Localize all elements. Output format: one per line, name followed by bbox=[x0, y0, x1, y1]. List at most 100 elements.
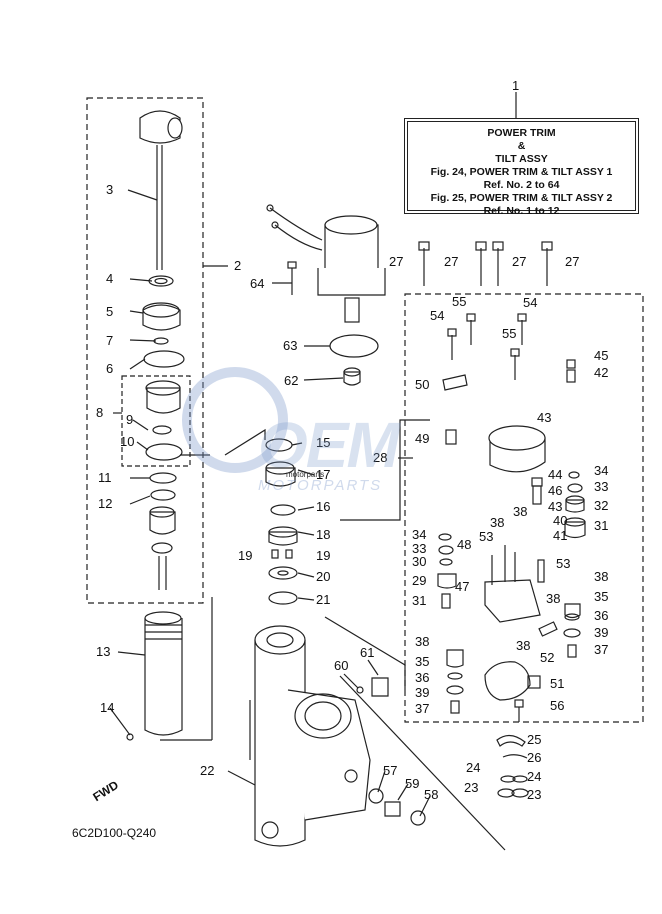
callout-c23a: 23 bbox=[464, 780, 478, 795]
callout-c31a: 31 bbox=[594, 518, 608, 533]
callout-c14: 14 bbox=[100, 700, 114, 715]
legend-inner: POWER TRIM & TILT ASSY Fig. 24, POWER TR… bbox=[407, 121, 636, 217]
callout-c35b: 35 bbox=[415, 654, 429, 669]
callout-c54b: 54 bbox=[523, 295, 537, 310]
callout-c37b: 37 bbox=[415, 701, 429, 716]
callout-c27d: 27 bbox=[565, 254, 579, 269]
callout-c47: 47 bbox=[455, 579, 469, 594]
callout-c50: 50 bbox=[415, 377, 429, 392]
group-box-2 bbox=[86, 97, 204, 604]
callout-c38f: 38 bbox=[415, 634, 429, 649]
callout-c52: 52 bbox=[540, 650, 554, 665]
callout-c24a: 24 bbox=[466, 760, 480, 775]
callout-c19a: 19 bbox=[238, 548, 252, 563]
watermark-subtitle: MOTORPARTS bbox=[258, 477, 383, 494]
callout-c43a: 43 bbox=[537, 410, 551, 425]
callout-c62: 62 bbox=[284, 373, 298, 388]
callout-c38d: 38 bbox=[546, 591, 560, 606]
callout-c64: 64 bbox=[250, 276, 264, 291]
callout-c26: 26 bbox=[527, 750, 541, 765]
callout-c28: 28 bbox=[373, 450, 387, 465]
callout-c40: 40 bbox=[553, 513, 567, 528]
callout-c13: 13 bbox=[96, 644, 110, 659]
callout-c30: 30 bbox=[412, 554, 426, 569]
callout-c45: 45 bbox=[594, 348, 608, 363]
callout-c60: 60 bbox=[334, 658, 348, 673]
diagram-code: 6C2D100-Q240 bbox=[72, 826, 157, 840]
callout-c55b: 55 bbox=[502, 326, 516, 341]
legend-box: POWER TRIM & TILT ASSY Fig. 24, POWER TR… bbox=[404, 118, 639, 217]
legend-ref-1-sub: Ref. No. 2 to 64 bbox=[483, 179, 560, 191]
callout-c4: 4 bbox=[106, 271, 113, 286]
callout-c16: 16 bbox=[316, 499, 330, 514]
callout-c57: 57 bbox=[383, 763, 397, 778]
legend-title-2: & bbox=[517, 140, 526, 152]
callout-c63: 63 bbox=[283, 338, 297, 353]
legend-title-1: POWER TRIM bbox=[487, 127, 556, 139]
group-box-8 bbox=[121, 375, 191, 467]
callout-c34a: 34 bbox=[594, 463, 608, 478]
callout-c34b: 34 bbox=[412, 527, 426, 542]
legend-title-3: TILT ASSY bbox=[495, 153, 548, 165]
callout-c27b: 27 bbox=[444, 254, 458, 269]
callout-c56: 56 bbox=[550, 698, 564, 713]
callout-c36b: 36 bbox=[415, 670, 429, 685]
callout-c25: 25 bbox=[527, 732, 541, 747]
callout-c33a: 33 bbox=[594, 479, 608, 494]
callout-c6: 6 bbox=[106, 361, 113, 376]
callout-c58: 58 bbox=[424, 787, 438, 802]
callout-c27a: 27 bbox=[389, 254, 403, 269]
callout-c9: 9 bbox=[126, 412, 133, 427]
callout-c53b: 53 bbox=[556, 556, 570, 571]
tilt-rod-3 bbox=[139, 110, 183, 270]
tilt-body-22 bbox=[249, 625, 371, 847]
callout-c23b: 23 bbox=[527, 787, 541, 802]
callout-c1: 1 bbox=[512, 78, 519, 93]
callout-c7: 7 bbox=[106, 333, 113, 348]
callout-c24b: 24 bbox=[527, 769, 541, 784]
callout-c43b: 43 bbox=[548, 499, 562, 514]
callout-c49: 49 bbox=[415, 431, 429, 446]
callout-c53a: 53 bbox=[479, 529, 493, 544]
callout-c5: 5 bbox=[106, 304, 113, 319]
callout-c38e: 38 bbox=[516, 638, 530, 653]
callout-c55a: 55 bbox=[452, 294, 466, 309]
callout-c61: 61 bbox=[360, 645, 374, 660]
callout-c36a: 36 bbox=[594, 608, 608, 623]
callout-c20: 20 bbox=[316, 569, 330, 584]
callout-c38b: 38 bbox=[513, 504, 527, 519]
callout-c11: 11 bbox=[98, 470, 112, 485]
legend-ref-1: Fig. 24, POWER TRIM & TILT ASSY 1 bbox=[430, 166, 613, 178]
callout-c59: 59 bbox=[405, 776, 419, 791]
callout-c48: 48 bbox=[457, 537, 471, 552]
callout-c37a: 37 bbox=[594, 642, 608, 657]
legend-ref-2: Fig. 25, POWER TRIM & TILT ASSY 2 bbox=[430, 192, 613, 204]
callout-c39b: 39 bbox=[415, 685, 429, 700]
callout-c35a: 35 bbox=[594, 589, 608, 604]
callout-c33b: 33 bbox=[412, 541, 426, 556]
callout-c32: 32 bbox=[594, 498, 608, 513]
callout-c44: 44 bbox=[548, 467, 562, 482]
callout-c18: 18 bbox=[316, 527, 330, 542]
callout-c15: 15 bbox=[316, 435, 330, 450]
callout-c8: 8 bbox=[96, 405, 103, 420]
callout-c42: 42 bbox=[594, 365, 608, 380]
callout-c3: 3 bbox=[106, 182, 113, 197]
callout-c31b: 31 bbox=[412, 593, 426, 608]
callout-c46: 46 bbox=[548, 483, 562, 498]
callout-c38a: 38 bbox=[490, 515, 504, 530]
callout-c51: 51 bbox=[550, 676, 564, 691]
callout-c41: 41 bbox=[553, 528, 567, 543]
legend-ref-2-sub: Ref. No. 1 to 12 bbox=[483, 205, 560, 217]
callout-c38c: 38 bbox=[594, 569, 608, 584]
callout-c10: 10 bbox=[120, 434, 134, 449]
callout-c12: 12 bbox=[98, 496, 112, 511]
callout-c22: 22 bbox=[200, 763, 214, 778]
callout-c19b: 19 bbox=[316, 548, 330, 563]
callout-c2: 2 bbox=[234, 258, 241, 273]
group-box-28 bbox=[404, 293, 644, 723]
watermark-logo: OEM bbox=[258, 409, 400, 481]
callout-c39a: 39 bbox=[594, 625, 608, 640]
